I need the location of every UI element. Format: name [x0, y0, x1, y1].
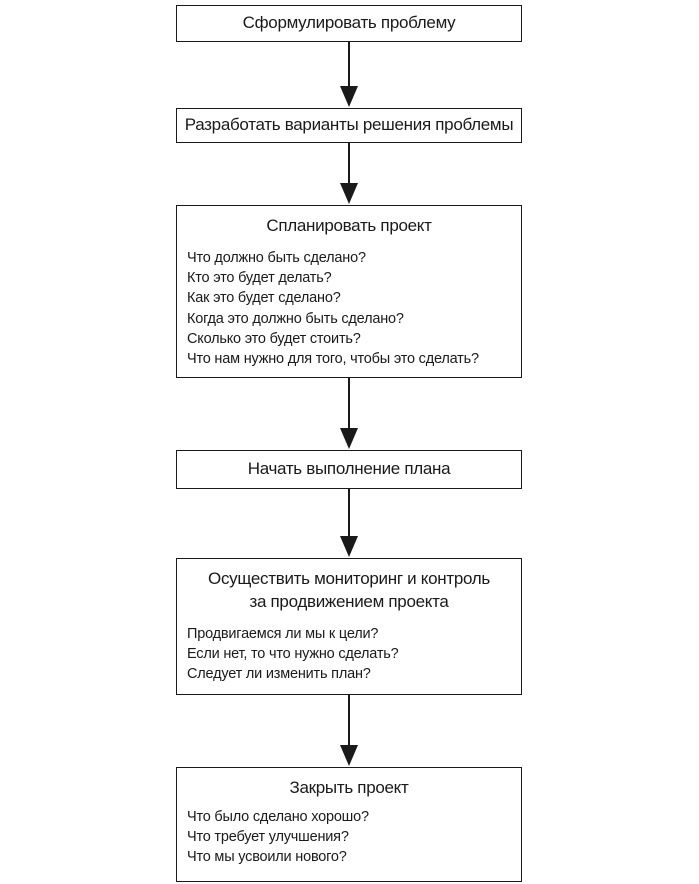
step-title: Начать выполнение плана — [247, 459, 451, 478]
question-list: Продвигаемся ли мы к цели? Если нет, то … — [177, 624, 521, 685]
step-monitor-control: Осуществить мониторинг и контроль за про… — [176, 558, 522, 695]
question-item: Что требует улучшения? — [187, 829, 349, 846]
step-plan-project: Спланировать проект Что должно быть сдел… — [176, 205, 522, 378]
question-item: Если нет, то что нужно сделать? — [187, 646, 399, 663]
arrowhead-icon — [340, 745, 358, 766]
question-item: Когда это должно быть сделано? — [187, 310, 404, 327]
arrowhead-icon — [340, 536, 358, 557]
question-item: Что было сделано хорошо? — [187, 809, 369, 825]
question-item: Что нам нужно для того, чтобы это сделат… — [187, 351, 479, 368]
step-start-execution: Начать выполнение плана — [176, 450, 522, 489]
arrowhead-icon — [340, 86, 358, 107]
step-title-line-1: Осуществить мониторинг и контроль — [208, 569, 490, 588]
step-develop-solutions: Разработать варианты решения проблемы — [176, 108, 522, 143]
question-item: Кто это будет делать? — [187, 270, 332, 287]
question-list: Что было сделано хорошо? Что требует улу… — [177, 807, 521, 868]
question-item: Что должно быть сделано? — [187, 250, 366, 266]
arrowhead-icon — [340, 183, 358, 204]
step-title: Спланировать проект — [266, 216, 432, 235]
question-list: Что должно быть сделано? Кто это будет д… — [177, 248, 521, 369]
step-title: Сформулировать проблему — [242, 13, 456, 32]
step-title: Закрыть проект — [289, 778, 409, 797]
question-item: Продвигаемся ли мы к цели? — [187, 626, 379, 642]
step-formulate-problem: Сформулировать проблему — [176, 5, 522, 42]
question-item: Что мы усвоили нового? — [187, 849, 347, 866]
step-title: Разработать варианты решения проблемы — [184, 115, 514, 134]
question-item: Следует ли изменить план? — [187, 666, 371, 683]
arrowhead-icon — [340, 428, 358, 449]
question-item: Как это будет сделано? — [187, 290, 341, 307]
question-item: Сколько это будет стоить? — [187, 330, 361, 347]
step-close-project: Закрыть проект Что было сделано хорошо? … — [176, 767, 522, 882]
step-title-line-2: за продвижением проекта — [249, 592, 449, 611]
